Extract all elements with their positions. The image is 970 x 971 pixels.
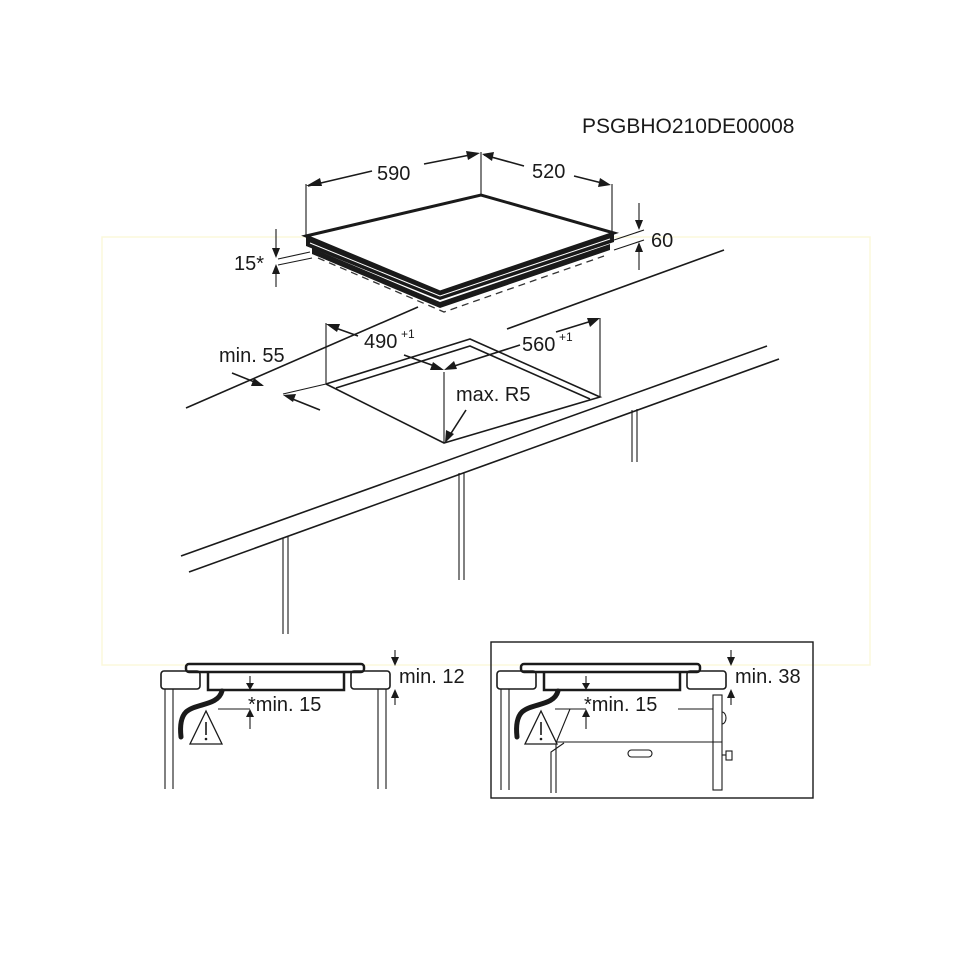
faint-frame [101,236,871,666]
section-view-without-oven [160,650,399,789]
section-view-with-oven [496,650,735,793]
worktop-thickness-label: min. 38 [735,666,801,688]
oven-handle [627,749,653,758]
gap-label: *min. 15 [248,694,321,716]
gap-label: *min. 15 [584,694,657,716]
cutout-width-tolerance: +1 [401,327,415,341]
hob-height-label: 60 [651,230,673,252]
hob-width-label: 590 [377,163,410,185]
warning-triangle-icon [523,709,559,745]
worktop-illustration [180,249,780,634]
cutout-width-label: 490 [364,331,397,353]
warning-triangle-icon [188,709,224,745]
document-code: PSGBHO210DE00008 [582,115,794,138]
hob-depth-label: 520 [532,161,565,183]
corner-radius-label: max. R5 [456,384,530,406]
section-frame [490,641,814,799]
worktop-thickness-label: min. 12 [399,666,465,688]
hob-illustration [272,151,645,313]
hob-clearance-label: 15* [234,253,264,275]
cutout-depth-label: 560 [522,334,555,356]
edge-distance-label: min. 55 [219,345,285,367]
cutout-depth-tolerance: +1 [559,330,573,344]
